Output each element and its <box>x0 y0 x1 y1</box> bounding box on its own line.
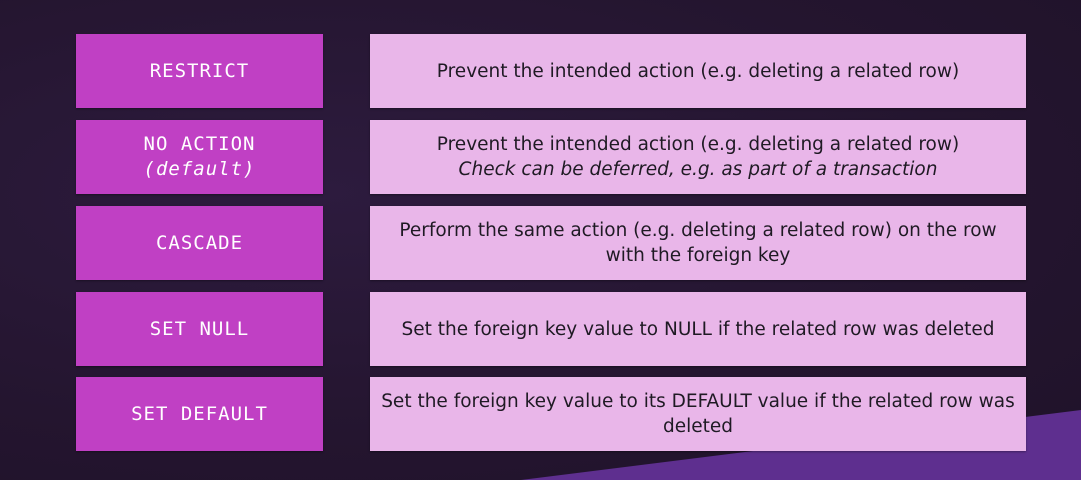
desc-text: Set the foreign key value to its DEFAULT… <box>381 391 1015 437</box>
desc-set-default: Set the foreign key value to its DEFAULT… <box>370 377 1026 451</box>
row-no-action: NO ACTION (default) Prevent the intended… <box>76 120 1026 194</box>
row-restrict: RESTRICT Prevent the intended action (e.… <box>76 34 1026 108</box>
desc-restrict: Prevent the intended action (e.g. deleti… <box>370 34 1026 108</box>
key-label: NO ACTION <box>143 133 256 155</box>
key-label: SET NULL <box>149 317 250 340</box>
key-label: SET DEFAULT <box>131 402 268 425</box>
key-sublabel: (default) <box>143 158 256 180</box>
key-label: CASCADE <box>155 231 244 254</box>
key-cascade: CASCADE <box>76 206 323 280</box>
desc-text: Prevent the intended action (e.g. deleti… <box>436 134 960 155</box>
row-set-null: SET NULL Set the foreign key value to NU… <box>76 292 1026 366</box>
key-set-null: SET NULL <box>76 292 323 366</box>
desc-text: Set the foreign key value to NULL if the… <box>401 318 995 340</box>
row-set-default: SET DEFAULT Set the foreign key value to… <box>76 377 1026 451</box>
desc-set-null: Set the foreign key value to NULL if the… <box>370 292 1026 366</box>
key-restrict: RESTRICT <box>76 34 323 108</box>
key-label: RESTRICT <box>149 59 250 82</box>
key-set-default: SET DEFAULT <box>76 377 323 451</box>
desc-note: Check can be deferred, e.g. as part of a… <box>458 159 938 180</box>
desc-cascade: Perform the same action (e.g. deleting a… <box>370 206 1026 280</box>
desc-no-action: Prevent the intended action (e.g. deleti… <box>370 120 1026 194</box>
key-no-action: NO ACTION (default) <box>76 120 323 194</box>
row-cascade: CASCADE Perform the same action (e.g. de… <box>76 206 1026 280</box>
desc-text: Prevent the intended action (e.g. deleti… <box>436 60 960 82</box>
desc-text: Perform the same action (e.g. deleting a… <box>399 220 997 266</box>
